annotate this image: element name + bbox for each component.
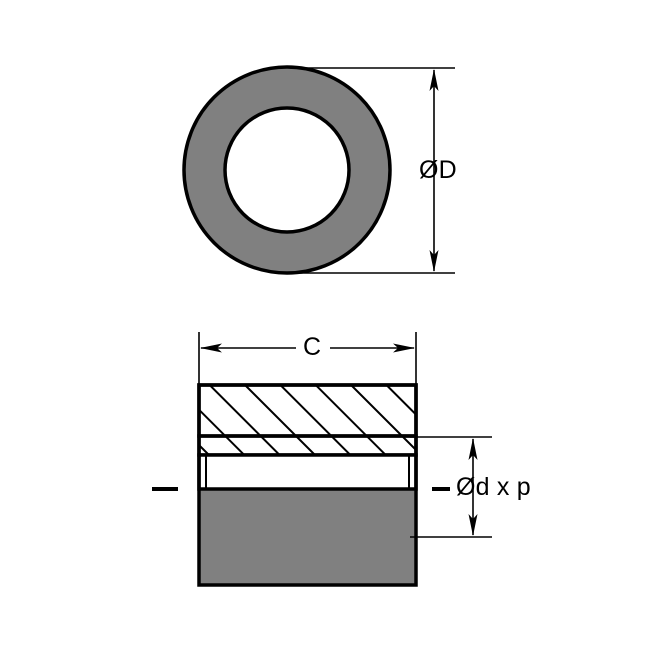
body-solid-fill [199,489,416,585]
annulus-inner-circle [223,106,351,234]
arrowhead-c-left [200,343,222,353]
wall-hatch-lower [199,436,416,455]
arrowhead-dxp-top [468,438,478,460]
dimension-outer-diameter [290,67,455,274]
wall-hatch-upper [199,385,416,436]
bore-band [197,453,418,491]
top-view-annulus [182,65,392,275]
dimension-label-outer-diameter: ØD [419,156,457,184]
dimension-length-c [198,332,417,390]
bottom-view-section [197,383,418,587]
dimension-inner-diameter-pitch [410,436,492,538]
arrowhead-od-bottom [429,250,439,272]
dimension-label-inner-diameter-pitch: Ød x p [456,473,531,501]
body-outline [197,383,418,587]
arrowhead-c-right [393,343,415,353]
arrowhead-dxp-bottom [468,514,478,536]
arrowhead-od-top [429,69,439,91]
dimension-label-length-c: C [303,333,322,361]
